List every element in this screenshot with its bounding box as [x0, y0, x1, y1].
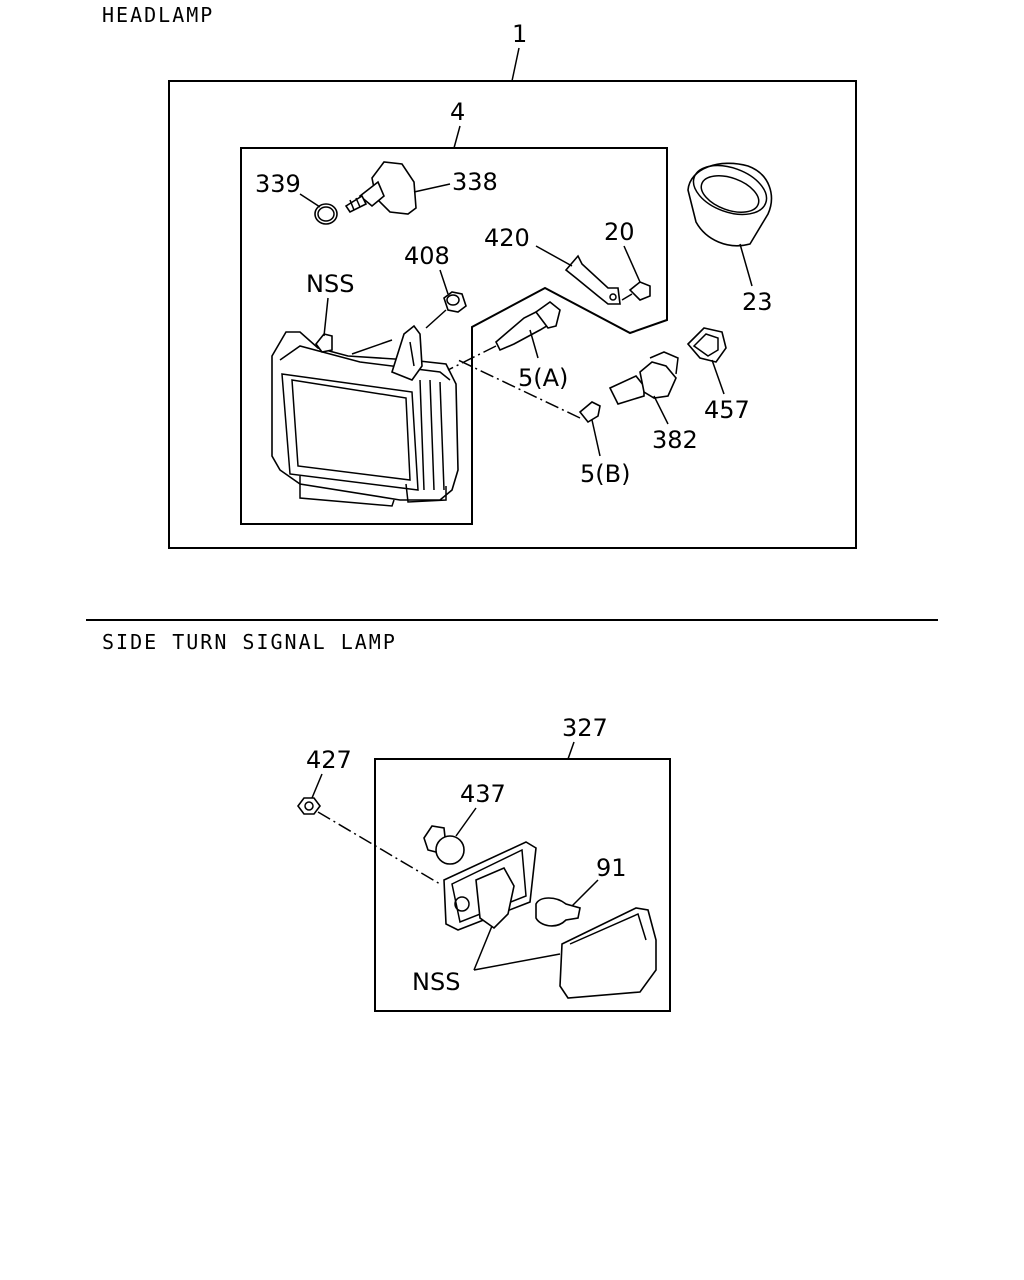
- callout-327: 327: [562, 714, 608, 742]
- callout-338: 338: [452, 168, 498, 196]
- callout-20: 20: [604, 218, 635, 246]
- part-5b-bulb: [578, 401, 601, 424]
- part-headlamp-housing: [271, 324, 459, 507]
- section-title-side-turn: SIDE TURN SIGNAL LAMP: [102, 630, 397, 654]
- part-408-grommet: [443, 291, 467, 313]
- part-turn-lamp-body: [443, 841, 537, 931]
- callout-408: 408: [404, 242, 450, 270]
- leader-1: [511, 47, 520, 82]
- callout-339: 339: [255, 170, 301, 198]
- callout-382: 382: [652, 426, 698, 454]
- part-457-connector: [686, 327, 727, 363]
- callout-nss-turnlamp: NSS: [412, 968, 460, 996]
- part-338-adjuster: [344, 161, 417, 215]
- part-20-screw: [621, 281, 651, 301]
- callout-457: 457: [704, 396, 750, 424]
- callout-5b: 5(B): [580, 460, 630, 488]
- subassembly-box-4: [240, 147, 668, 525]
- part-420-bracket: [564, 254, 621, 305]
- callout-91: 91: [596, 854, 627, 882]
- callout-23: 23: [742, 288, 773, 316]
- callout-427: 427: [306, 746, 352, 774]
- section-title-headlamp: HEADLAMP: [102, 3, 214, 27]
- callout-1: 1: [512, 20, 527, 48]
- callout-5a: 5(A): [518, 364, 568, 392]
- part-91-bulb: [535, 897, 581, 927]
- part-turn-lamp-lens: [559, 907, 657, 999]
- part-382-socket: [608, 351, 679, 405]
- callout-4: 4: [450, 98, 465, 126]
- callout-nss-headlamp: NSS: [306, 270, 354, 298]
- leader-4: [453, 125, 461, 149]
- part-5a-bulb: [495, 300, 561, 352]
- part-437-socket: [423, 825, 465, 865]
- assembly-box-327: [374, 758, 671, 1012]
- callout-420: 420: [484, 224, 530, 252]
- part-427-nut: [297, 797, 321, 815]
- callout-437: 437: [460, 780, 506, 808]
- part-23-cap: [687, 162, 773, 247]
